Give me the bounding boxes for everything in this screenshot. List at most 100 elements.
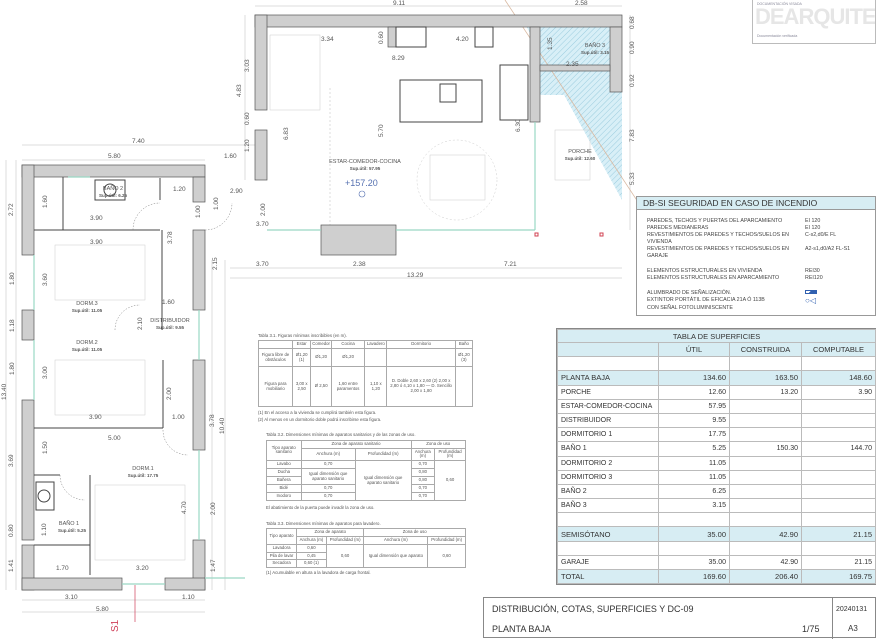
table-caption: Tabla 3.1. Figuras mínimas inscribibles … <box>258 333 347 338</box>
column-header: Cocina <box>330 340 366 350</box>
dim-label: 0.60 <box>244 112 251 125</box>
table-cell: Bañera <box>266 476 302 486</box>
dim-label: 4.83 <box>236 84 243 97</box>
area-value: 148.60 <box>800 370 876 386</box>
dim-label: 3.70 <box>256 221 269 228</box>
extinguisher-legend: EXTINTOR PORTÁTIL DE EFICACIA 21A Ó 113B… <box>637 297 875 305</box>
table-cell: Ø1,20 <box>310 348 332 368</box>
dim-label: 1.80 <box>9 272 16 285</box>
space-name: DORMITORIO 2 <box>557 455 659 471</box>
room-area: Sup.útil: 3.15 <box>581 50 610 55</box>
table-cell: 0,45 <box>296 551 327 561</box>
area-value <box>729 427 802 443</box>
table-cell: 0,70 <box>410 460 436 470</box>
area-value <box>800 412 876 429</box>
space-name: TOTAL <box>557 568 659 585</box>
dim-label: 3.90 <box>90 215 103 222</box>
space-name: DISTRIBUIDOR <box>557 412 659 429</box>
db-si-value: EI 120 <box>805 225 821 231</box>
dim-label: 0.90 <box>629 41 636 54</box>
area-value: 3.90 <box>800 384 876 400</box>
dim-label: 1.18 <box>9 319 16 332</box>
table-cell: 0,70 <box>410 484 436 494</box>
column-header: Anchura (m) <box>300 447 356 462</box>
column-header: Comedor <box>310 340 332 350</box>
dim-label: 1.70 <box>56 565 69 572</box>
area-value <box>800 398 876 414</box>
room-area: Sup.útil: 57.95 <box>350 166 381 171</box>
dim-label: 4.20 <box>456 36 469 43</box>
dim-label: 1.00 <box>195 205 202 218</box>
db-si-title: DB-SI SEGURIDAD EN CASO DE INCENDIO <box>637 197 875 210</box>
room-name: DORM.1 <box>132 466 153 472</box>
area-value: 21.15 <box>800 554 876 571</box>
dim-label: 13.40 <box>1 383 8 400</box>
area-value: 169.60 <box>658 568 730 585</box>
dim-label: 6.30 <box>515 119 522 132</box>
table-note: El abatimiento de la puerta puede invadi… <box>266 505 375 511</box>
table-cell: 0,60 <box>434 460 466 502</box>
dim-label: 1.50 <box>42 441 49 454</box>
extinguisher-icon: ○◁ <box>805 296 816 305</box>
table-cell: 0,60 (1) <box>296 559 327 569</box>
table-3-1: Tabla 3.1. Figuras mínimas inscribibles … <box>257 331 474 424</box>
table-cell: 0,70 <box>300 484 356 494</box>
room-area: Sup.útil: 17.75 <box>128 473 159 478</box>
db-si-label: PAREDES, TECHOS Y PUERTAS DEL APARCAMIEN… <box>647 218 783 224</box>
area-value <box>729 469 802 485</box>
table-cell: 1,60 entre paramentos <box>330 366 366 408</box>
column-header: Profundidad (m) <box>354 447 412 462</box>
table-cell: 0,60 <box>296 543 327 553</box>
column-header: Estar <box>292 340 312 350</box>
area-value: 11.05 <box>658 469 730 485</box>
architect-stamp-logo: DOCUMENTACIÓN VISADA DEARQUITEC Document… <box>752 0 876 44</box>
column-header: CONSTRUIDA <box>729 341 802 358</box>
dim-label: 1.80 <box>9 362 16 375</box>
furniture <box>54 34 591 561</box>
level-marker-icon <box>358 190 366 198</box>
room-area: Sup.útil: 9.55 <box>156 325 185 330</box>
space-name: SEMISÓTANO <box>557 526 659 542</box>
area-value: 12.60 <box>658 384 730 400</box>
column-header: Lavadero <box>364 340 388 350</box>
column-header <box>257 340 294 350</box>
area-value <box>800 427 876 443</box>
legend-label: EXTINTOR PORTÁTIL DE EFICACIA 21A Ó 113B <box>647 297 765 303</box>
room-area: Sup.útil: 12.60 <box>565 156 596 161</box>
space-name: BAÑO 1 <box>557 441 659 457</box>
dim-label: 3.78 <box>167 231 174 244</box>
column-header: Baño <box>454 340 474 350</box>
table-cell: 0,80 <box>410 476 436 486</box>
area-value <box>800 540 876 556</box>
area-value: 134.60 <box>658 370 730 386</box>
space-name: PLANTA BAJA <box>557 370 659 386</box>
room-name: ESTAR-COMEDOR-COCINA <box>329 159 401 165</box>
level-mark: +157.20 <box>345 178 378 188</box>
db-si-value: REI120 <box>805 275 823 281</box>
table-cell: Figura libre de obstáculos <box>257 348 294 368</box>
dim-label: 9.11 <box>393 0 406 7</box>
table-cell: Ducha <box>266 468 302 478</box>
space-name: GARAJE <box>557 554 659 571</box>
bath3-hatch <box>540 15 622 95</box>
db-si-fire-safety-box: DB-SI SEGURIDAD EN CASO DE INCENDIO PARE… <box>636 196 876 316</box>
area-value <box>729 512 802 528</box>
space-name: DORMITORIO 1 <box>557 427 659 443</box>
table-caption: Tabla 3.2. Dimensiones mínimas de aparat… <box>266 432 416 438</box>
